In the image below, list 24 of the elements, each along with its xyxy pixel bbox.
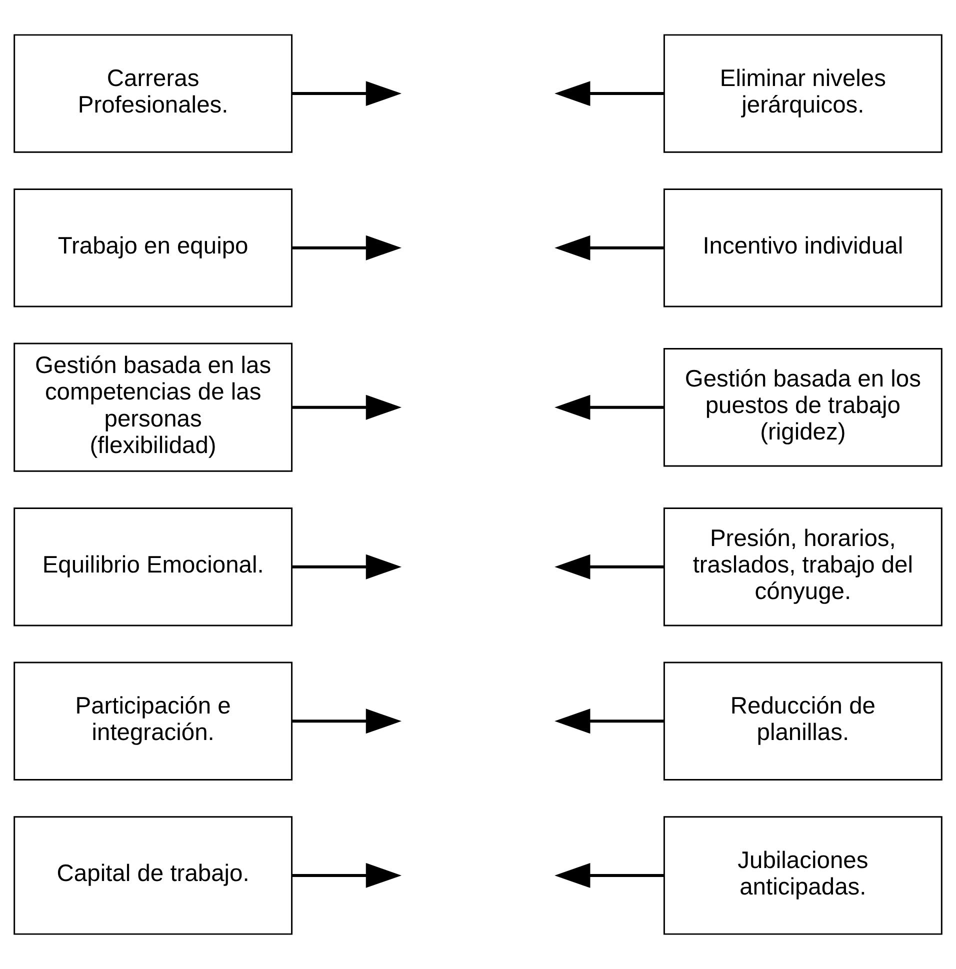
node-box: Gestión basada en las competencias de las personas (flexibilidad) xyxy=(14,342,293,472)
arrow xyxy=(292,235,402,260)
arrow xyxy=(554,862,664,888)
node-box: Gestión basada en los puestos de trabajo (rigidez) xyxy=(663,348,942,467)
arrow xyxy=(292,862,402,888)
node-box: Incentivo individual xyxy=(663,188,942,308)
node-box: Jubilaciones anticipadas. xyxy=(663,816,942,935)
arrow xyxy=(292,708,402,734)
node-box: Trabajo en equipo xyxy=(14,188,293,308)
node-box: Capital de trabajo. xyxy=(14,816,293,935)
arrow xyxy=(554,708,664,734)
arrow xyxy=(554,235,664,260)
node-box: Carreras Profesionales. xyxy=(14,34,293,153)
node-box: Eliminar niveles jerárquicos. xyxy=(663,34,942,153)
node-box: Equilibrio Emocional. xyxy=(14,508,293,626)
arrow xyxy=(292,394,402,420)
node-box: Presión, horarios, traslados, trabajo del cónyuge. xyxy=(663,508,942,626)
arrow xyxy=(554,81,664,106)
arrow xyxy=(292,81,402,106)
node-box: Reducción de planillas. xyxy=(663,662,942,780)
node-box: Participación e integración. xyxy=(14,662,293,780)
arrow xyxy=(554,554,664,580)
arrow xyxy=(292,554,402,580)
arrow xyxy=(554,394,664,420)
